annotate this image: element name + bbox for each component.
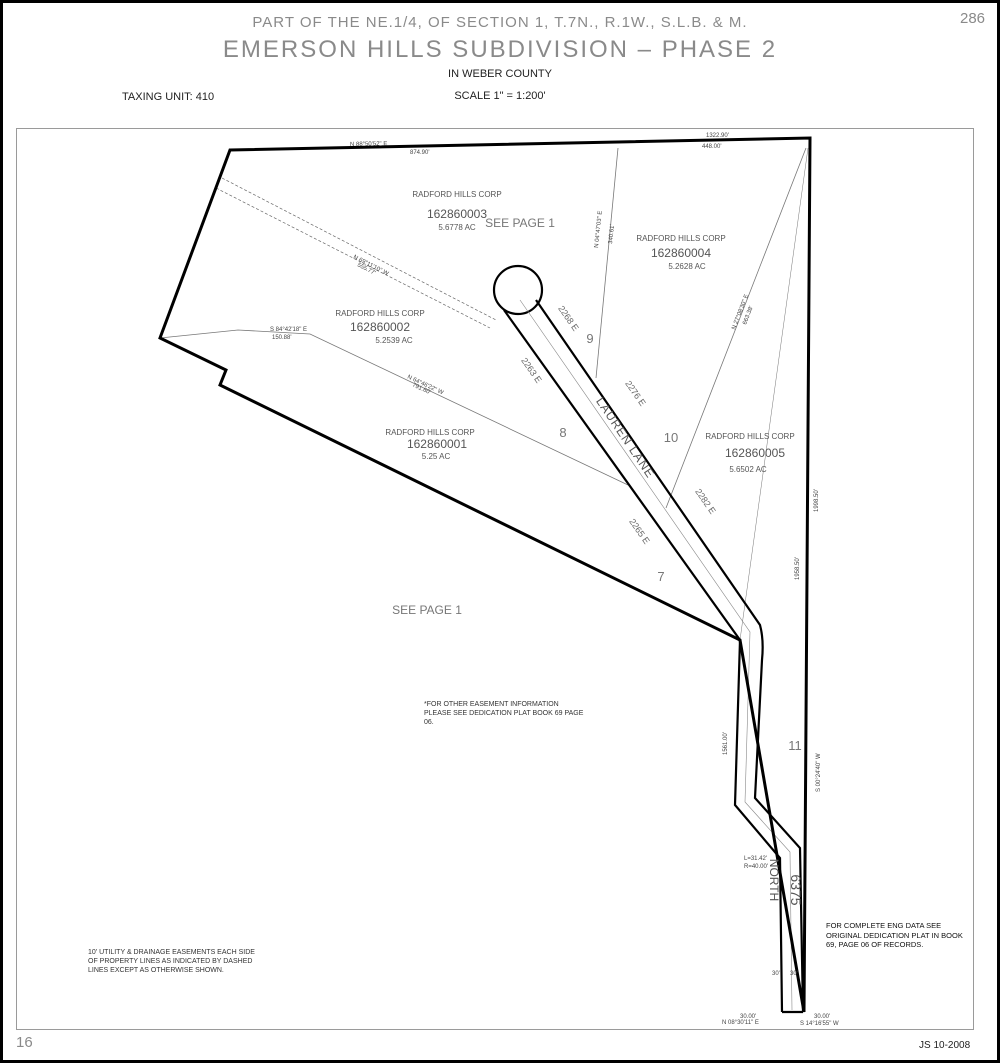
subdivision-boundary — [158, 136, 812, 1013]
lot-line-4-west — [595, 147, 619, 379]
road-centerline — [519, 299, 793, 1011]
dim-road-width-a: 30' — [772, 971, 780, 977]
parcel-4-area: 5.2628 AC — [668, 262, 706, 271]
dim-p2-bearing: S 84°42'18" E — [270, 327, 307, 333]
parcel-5-id: 162860005 — [725, 446, 785, 460]
dim-p2-length: 150.88' — [272, 335, 292, 341]
dim-bottom-bearing: S 14°16'55" W — [800, 1021, 839, 1027]
dim-bottom-left: 30.00' — [740, 1014, 756, 1020]
dim-east-bearing: S 00°24'40" W — [816, 753, 822, 792]
parcel-5-area: 5.6502 AC — [729, 465, 767, 474]
revision-stamp: JS 10-2008 — [919, 1040, 971, 1051]
street-name-label: LAUREN LANE — [593, 395, 657, 481]
road-east-edge — [535, 299, 805, 1013]
dim-curve-length: L=31.42' — [744, 856, 767, 862]
header-section-line: PART OF THE NE.1/4, OF SECTION 1, T.7N.,… — [252, 14, 748, 31]
easement-lines — [215, 177, 497, 329]
dim-east-2: 1958.50' — [795, 557, 801, 580]
parcel-1-id: 162860001 — [407, 437, 467, 451]
parcel-4-owner: RADFORD HILLS CORP — [636, 234, 725, 243]
easement-info-note: *FOR OTHER EASEMENT INFORMATION PLEASE S… — [424, 701, 584, 726]
dim-road-length: 1561.00' — [723, 732, 729, 755]
lot-number-9: 9 — [586, 331, 593, 346]
dim-curve-radius: R=40.00' — [744, 864, 768, 870]
lot-line-5-west — [665, 147, 807, 509]
county-label: IN WEBER COUNTY — [448, 68, 552, 80]
parcel-2-area: 5.2539 AC — [375, 336, 413, 345]
lauren-lane-road — [492, 264, 805, 1014]
dim-top-total: 1322.90' — [706, 133, 729, 139]
parcel-1-owner: RADFORD HILLS CORP — [385, 428, 474, 437]
scale-label: SCALE 1" = 1:200' — [454, 90, 546, 102]
dim-top-bearing: N 88°50'52" E — [350, 141, 387, 148]
street-north-label: NORTH — [767, 859, 781, 901]
parcel-3-area: 5.6778 AC — [438, 223, 476, 232]
parcel-lines — [159, 147, 809, 641]
parcel-3-id: 162860003 — [427, 207, 487, 221]
page-number: 286 — [960, 10, 986, 27]
address-lot-7: 2265 E — [627, 517, 652, 546]
see-page-label-south: SEE PAGE 1 — [392, 603, 462, 617]
easement-line-b — [215, 187, 491, 329]
sheet-number: 16 — [16, 1034, 33, 1051]
address-lot-9: 2268 E — [556, 304, 581, 333]
lot-number-11: 11 — [788, 738, 802, 753]
lot-line-2-south — [159, 329, 629, 486]
complete-eng-data-note: FOR COMPLETE ENG DATA SEE ORIGINAL DEDIC… — [826, 921, 963, 949]
dim-bottom-right: 30.00' — [814, 1014, 830, 1020]
dim-east-1: 1998.50' — [814, 489, 820, 512]
dim-lot4-length: 340.61' — [608, 224, 616, 244]
dim-road-width-b: 30' — [790, 971, 798, 977]
easement-line-a — [221, 177, 497, 321]
see-page-label-north: SEE PAGE 1 — [485, 216, 555, 230]
parcel-2-owner: RADFORD HILLS CORP — [335, 309, 424, 318]
parcel-1-area: 5.25 AC — [422, 452, 451, 461]
dim-top-left: 874.90' — [410, 150, 430, 156]
parcel-4-id: 162860004 — [651, 246, 711, 260]
east-dim-line — [739, 147, 809, 641]
parcel-5-owner: RADFORD HILLS CORP — [705, 432, 794, 441]
dim-bottom-bearing-2: N 08°30'11" E — [722, 1020, 759, 1026]
lot-number-7: 7 — [657, 569, 664, 584]
dim-lot4-bearing: N 04°47'03" E — [594, 210, 604, 248]
map-title: EMERSON HILLS SUBDIVISION – PHASE 2 — [222, 36, 778, 63]
utility-easement-note: 10' UTILITY & DRAINAGE EASEMENTS EACH SI… — [88, 949, 255, 974]
address-lot-10: 2276 E — [623, 379, 648, 408]
street-number-label: 6375 — [788, 874, 804, 905]
lot-number-10: 10 — [664, 430, 678, 445]
parcel-3-owner: RADFORD HILLS CORP — [412, 190, 501, 199]
parcel-2-id: 162860002 — [350, 320, 410, 334]
taxing-unit-label: TAXING UNIT: 410 — [122, 91, 215, 103]
cul-de-sac — [492, 264, 544, 316]
address-lot-11: 2282 E — [693, 487, 718, 516]
map-border — [16, 128, 974, 1030]
lot-number-8: 8 — [559, 425, 566, 440]
road-west-edge — [503, 309, 784, 1013]
dim-top-right: 448.00' — [702, 144, 722, 150]
